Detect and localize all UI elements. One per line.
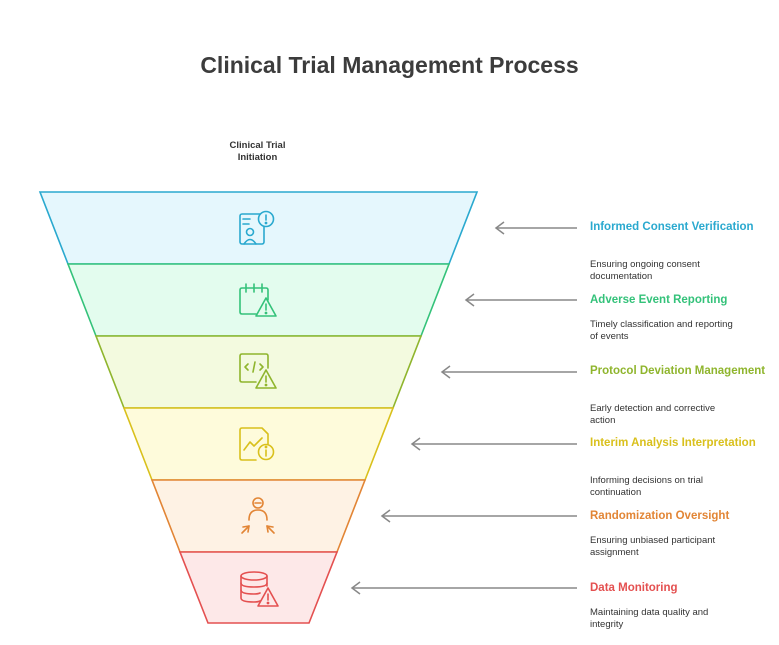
arrow-adverse-event	[464, 293, 577, 307]
calendar-warning-icon	[239, 283, 277, 317]
step-title-adverse-event: Adverse Event Reporting	[590, 294, 728, 306]
arrow-data-monitoring	[350, 581, 577, 595]
arrow-informed-consent	[494, 221, 577, 235]
chart-info-icon	[239, 427, 275, 461]
funnel-segment-protocol-deviation	[94, 335, 423, 409]
step-title-interim-analysis: Interim Analysis Interpretation	[590, 437, 756, 449]
funnel-segment-interim-analysis	[122, 407, 395, 481]
arrow-interim-analysis	[410, 437, 577, 451]
step-title-randomization: Randomization Oversight	[590, 510, 730, 522]
step-title-data-monitoring: Data Monitoring	[590, 582, 678, 594]
person-arrows-icon	[241, 497, 275, 534]
funnel-segment-randomization	[150, 479, 367, 553]
code-warning-icon	[239, 353, 277, 389]
step-desc-interim-analysis: Informing decisions on trial continuatio…	[590, 475, 703, 498]
step-desc-adverse-event: Timely classification and reporting of e…	[590, 319, 733, 342]
user-alert-icon	[239, 210, 275, 245]
step-title-informed-consent: Informed Consent Verification	[590, 221, 754, 233]
step-title-protocol-deviation: Protocol Deviation Management	[590, 365, 766, 377]
step-desc-protocol-deviation: Early detection and corrective action	[590, 403, 716, 426]
step-desc-informed-consent: Ensuring ongoing consent documentation	[590, 259, 700, 282]
arrow-randomization	[380, 509, 577, 523]
database-warning-icon	[240, 571, 279, 607]
funnel-segment-informed-consent	[38, 191, 479, 265]
step-desc-randomization: Ensuring unbiased participant assignment	[590, 535, 716, 558]
funnel-top-label: Clinical Trial Initiation	[229, 140, 286, 163]
diagram-title: Clinical Trial Management Process	[200, 52, 579, 78]
step-desc-data-monitoring: Maintaining data quality and integrity	[590, 607, 709, 630]
funnel-segment-adverse-event	[66, 263, 451, 337]
arrow-protocol-deviation	[440, 365, 577, 379]
